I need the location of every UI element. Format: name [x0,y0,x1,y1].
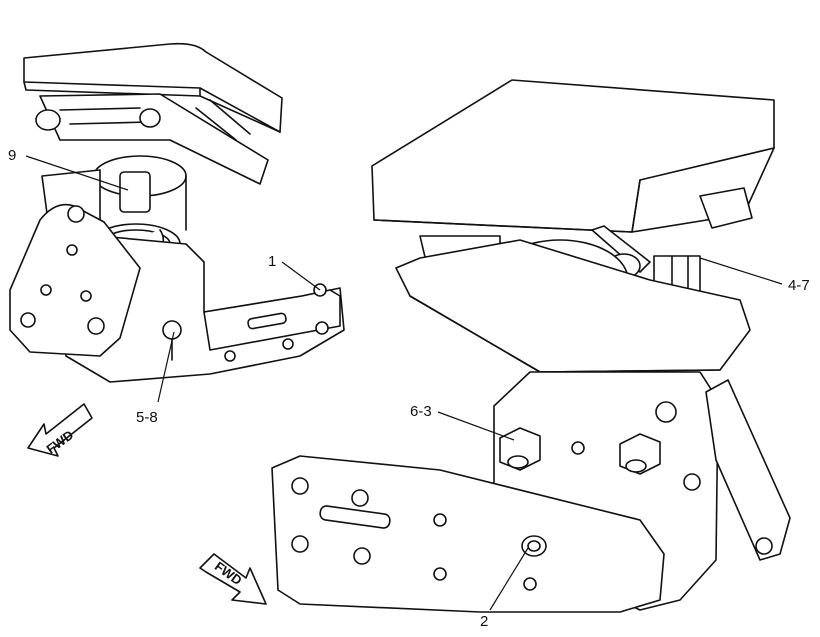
leader-1 [281,261,321,291]
callout-9: 9 [8,147,16,164]
callout-5-8: 5-8 [136,409,158,426]
fwd-arrow-icon: FWD [27,403,93,457]
callout-2: 2 [480,613,488,630]
leader-4-7 [699,257,783,285]
right-pedal-assembly [271,79,791,613]
fwd-arrow-icon: FWD [199,553,267,605]
leader-5-8 [157,331,175,403]
left-pedal-assembly [9,42,345,383]
leader-6-3 [437,411,515,441]
callout-1: 1 [268,253,276,270]
leader-2 [489,547,529,611]
callout-4-7: 4-7 [788,277,810,294]
callout-6-3: 6-3 [410,403,432,420]
leader-9 [25,155,129,191]
